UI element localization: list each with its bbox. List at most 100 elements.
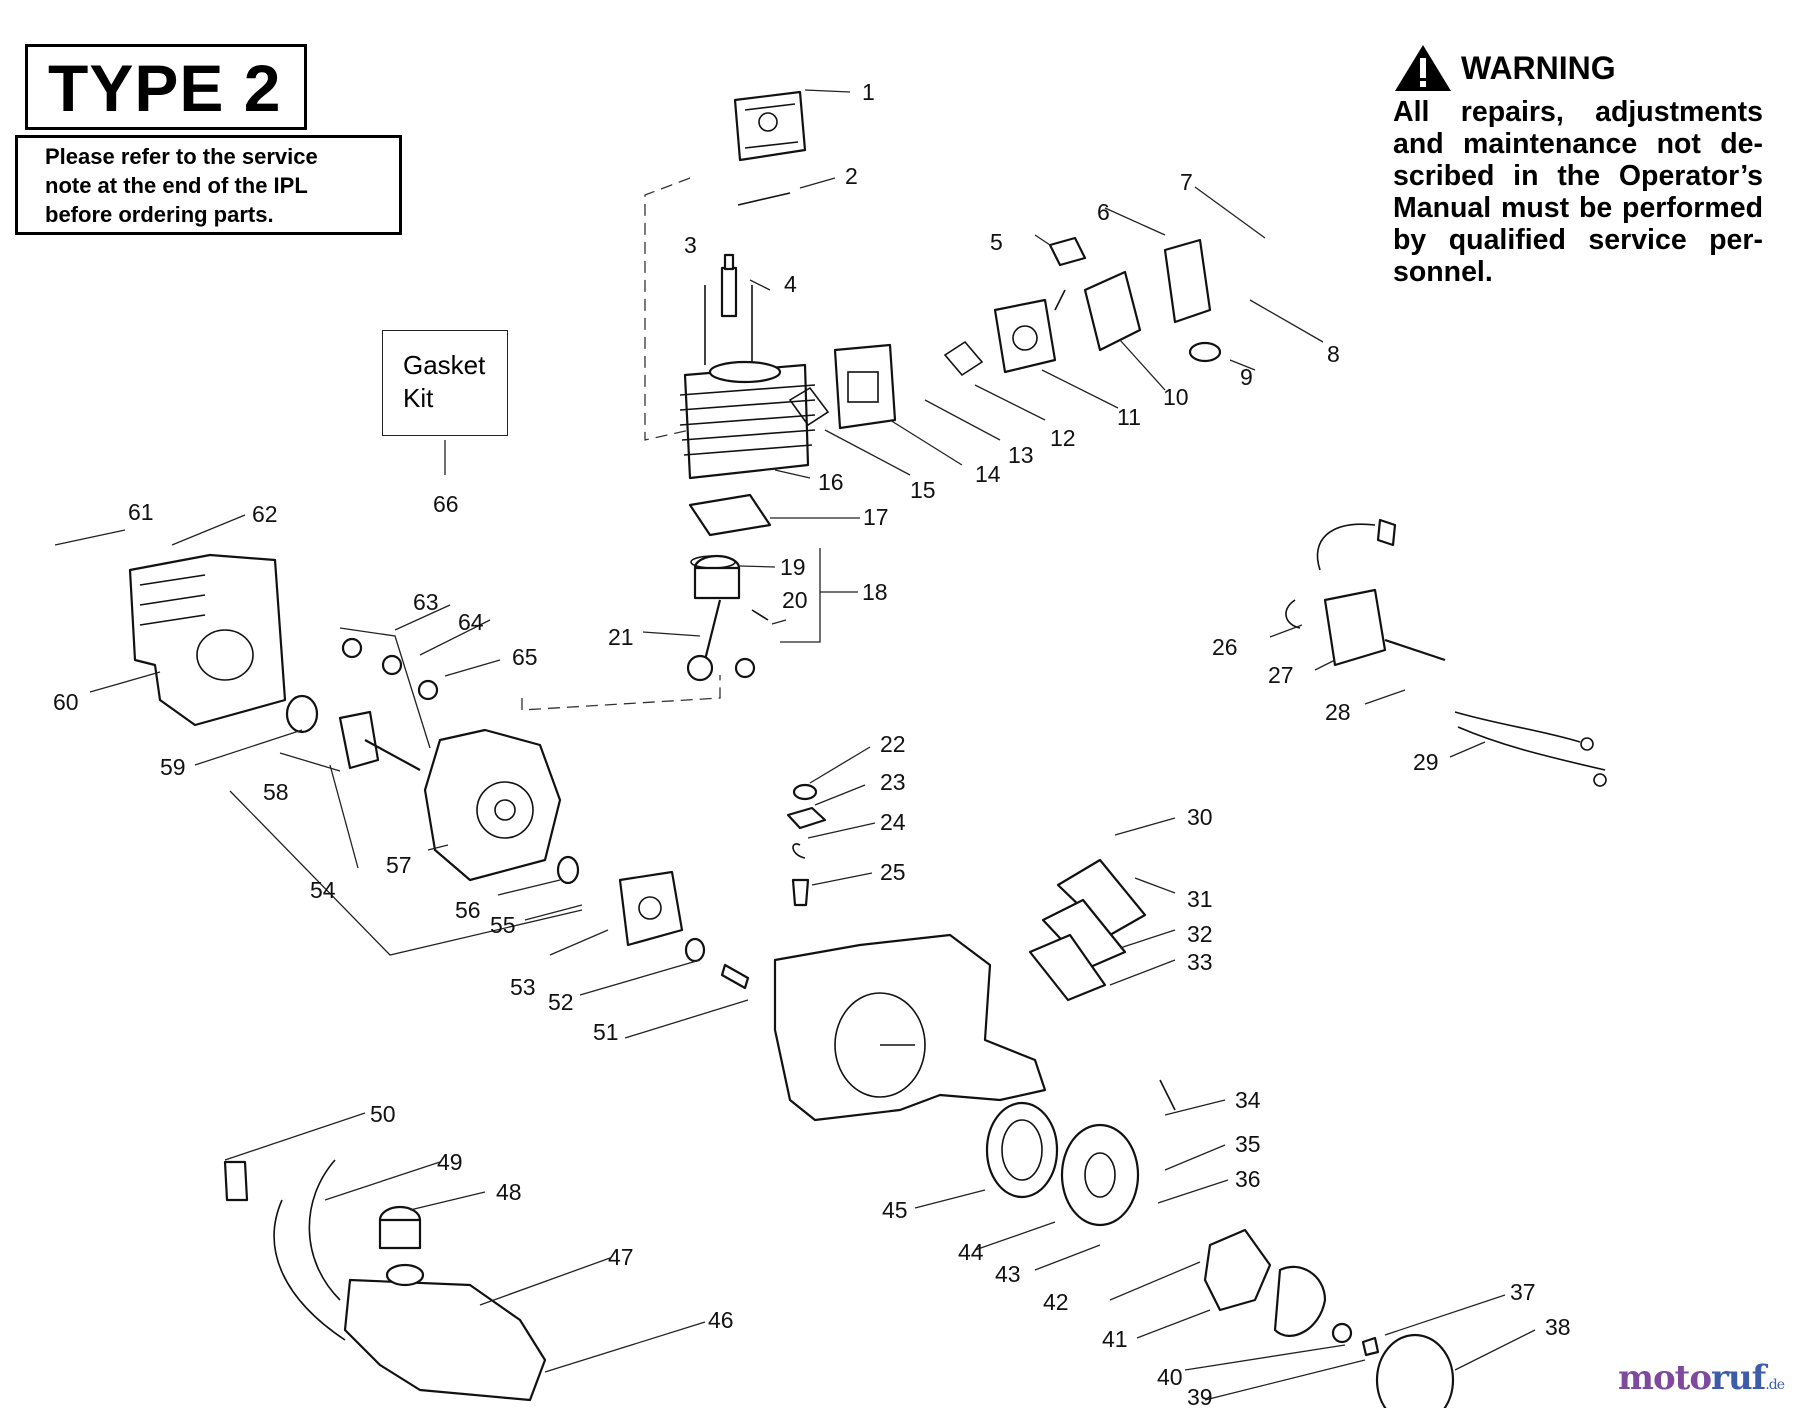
callout-number: 31 <box>1187 886 1213 912</box>
watermark-brand: ruf <box>1711 1358 1766 1398</box>
callout-number: 8 <box>1327 341 1340 367</box>
callout-number: 49 <box>437 1149 463 1175</box>
callout-number: 42 <box>1043 1289 1069 1315</box>
callout-number: 16 <box>818 469 844 495</box>
callout-number: 43 <box>995 1261 1021 1287</box>
piston-part <box>686 554 769 682</box>
callout-number: 19 <box>780 554 806 580</box>
clutch-part <box>1203 1228 1455 1408</box>
intake-adapter-part <box>833 340 984 430</box>
cylinder-part <box>679 360 816 480</box>
callout-number: 53 <box>510 974 536 1000</box>
callout-number: 39 <box>1187 1384 1213 1408</box>
callout-number: 26 <box>1212 634 1238 660</box>
callout-number: 1 <box>862 79 875 105</box>
callout-number: 23 <box>880 769 906 795</box>
callout-number: 20 <box>782 587 808 613</box>
spring-part <box>737 192 791 206</box>
engine-housing-part <box>773 933 1047 1122</box>
callout-number: 3 <box>684 232 697 258</box>
service-note: Please refer to the service note at the … <box>15 135 402 235</box>
ignition-hub-part <box>618 870 750 990</box>
callout-number: 34 <box>1235 1087 1261 1113</box>
fan-housing-part <box>128 553 287 727</box>
callout-number: 14 <box>975 461 1001 487</box>
callout-number: 29 <box>1413 749 1439 775</box>
callout-number: 60 <box>53 689 79 715</box>
spark-plug-part <box>704 253 753 365</box>
warning-line: All repairs, adjustments <box>1393 96 1763 128</box>
callout-number: 7 <box>1180 169 1193 195</box>
type-label: TYPE 2 <box>25 44 307 130</box>
callout-number: 25 <box>880 859 906 885</box>
service-note-line: before ordering parts. <box>45 202 274 227</box>
callout-number: 10 <box>1163 384 1189 410</box>
wire-harness-part <box>1454 711 1607 787</box>
callout-number: 5 <box>990 229 1003 255</box>
callout-number: 40 <box>1157 1364 1183 1390</box>
callout-number: 59 <box>160 754 186 780</box>
callout-number: 36 <box>1235 1166 1261 1192</box>
starter-pulley-part <box>985 1079 1176 1227</box>
watermark-suffix: .de <box>1765 1377 1785 1393</box>
callout-number: 12 <box>1050 425 1076 451</box>
callout-number: 44 <box>958 1239 984 1265</box>
warning-line: and maintenance not de- <box>1393 128 1763 160</box>
warning-line: sonnel. <box>1393 256 1493 288</box>
callout-number: 58 <box>263 779 289 805</box>
callout-number: 54 <box>310 877 336 903</box>
callout-number: 45 <box>882 1197 908 1223</box>
callout-number: 47 <box>608 1244 634 1270</box>
callout-number: 24 <box>880 809 906 835</box>
service-note-line: note at the end of the IPL <box>45 173 308 198</box>
carburetor-part <box>993 236 1087 374</box>
callout-number: 21 <box>608 624 634 650</box>
callout-number: 56 <box>455 897 481 923</box>
callout-number: 51 <box>593 1019 619 1045</box>
callout-number: 64 <box>458 609 484 635</box>
crankcase-part <box>423 728 580 885</box>
callout-number: 28 <box>1325 699 1351 725</box>
watermark-logo: motoruf.de <box>1617 1358 1785 1398</box>
callout-number: 22 <box>880 731 906 757</box>
callout-number: 33 <box>1187 949 1213 975</box>
warning-line: Manual must be performed <box>1393 192 1763 224</box>
callout-number: 9 <box>1240 364 1253 390</box>
callout-number: 52 <box>548 989 574 1015</box>
callout-number: 50 <box>370 1101 396 1127</box>
switch-parts <box>786 783 827 907</box>
gasket-part <box>688 386 830 537</box>
callout-number: 46 <box>708 1307 734 1333</box>
callout-number: 13 <box>1008 442 1034 468</box>
callout-number: 2 <box>845 163 858 189</box>
fuel-tank-part <box>223 1159 547 1402</box>
watermark-brand: moto <box>1617 1358 1712 1398</box>
gasket-kit-label: Gasket <box>403 350 486 380</box>
callout-number: 66 <box>433 491 459 517</box>
warning-line: by qualified service per- <box>1393 224 1763 256</box>
callout-number: 17 <box>863 504 889 530</box>
service-note-line: Please refer to the service <box>45 144 318 169</box>
callout-number: 48 <box>496 1179 522 1205</box>
callout-number: 57 <box>386 852 412 878</box>
callout-number: 63 <box>413 589 439 615</box>
callout-number: 30 <box>1187 804 1213 830</box>
callout-number: 11 <box>1117 404 1141 430</box>
callout-number: 15 <box>910 477 936 503</box>
callout-number: 62 <box>252 501 278 527</box>
callout-number: 32 <box>1187 921 1213 947</box>
warning-text: All repairs, adjustments and maintenance… <box>1393 96 1763 288</box>
callout-number: 35 <box>1235 1131 1261 1157</box>
callout-number: 65 <box>512 644 538 670</box>
warning-title: WARNING <box>1461 50 1616 86</box>
callout-number: 6 <box>1097 199 1110 225</box>
callout-number: 18 <box>862 579 888 605</box>
callout-number: 38 <box>1545 1314 1571 1340</box>
callout-number: 4 <box>784 271 797 297</box>
gasket-kit-box: Gasket Kit <box>382 330 508 436</box>
warning-icon <box>1395 45 1451 91</box>
callout-number: 27 <box>1268 662 1294 688</box>
air-box-part <box>1083 238 1222 363</box>
filter-cover-part <box>1028 858 1147 1002</box>
